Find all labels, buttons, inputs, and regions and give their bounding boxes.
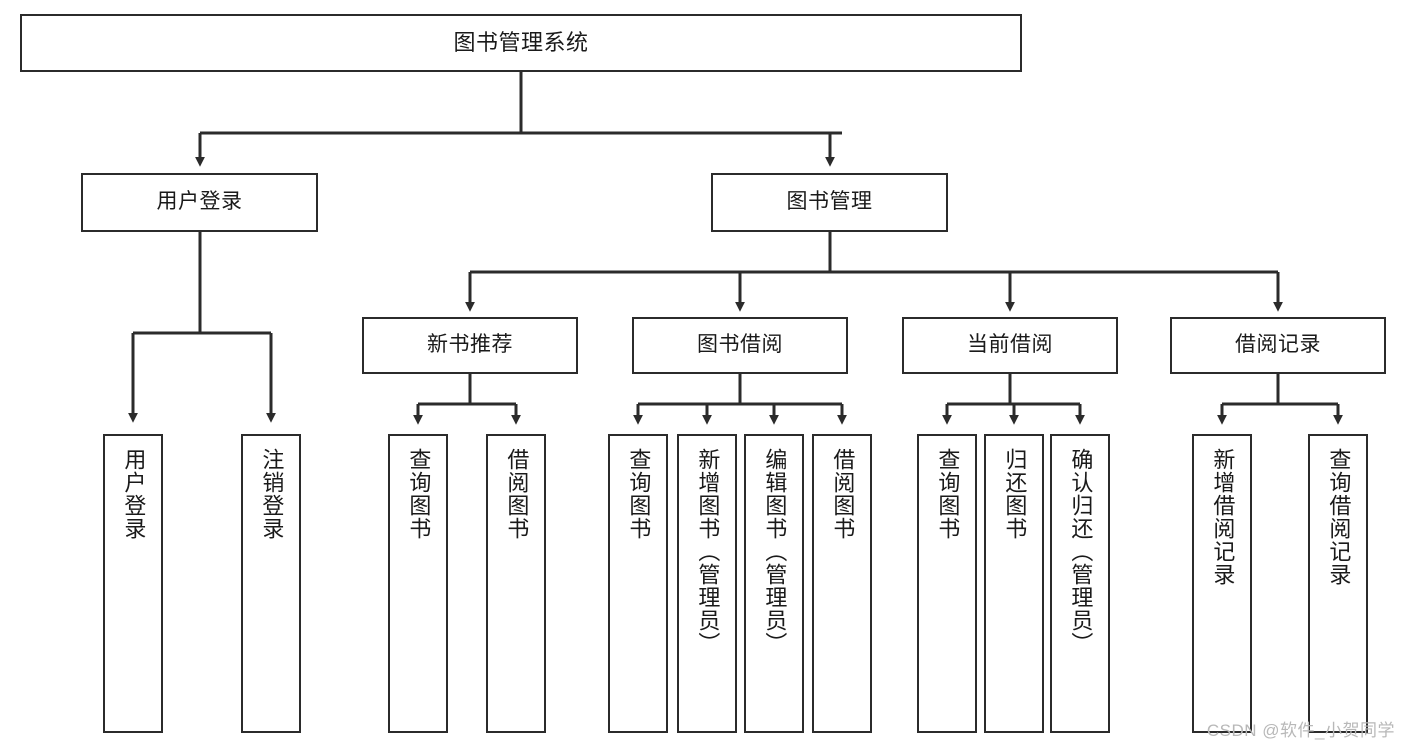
node-leaf-add-record-label: 新增借阅记录 [1210, 448, 1236, 586]
node-user-login-label: 用户登录 [156, 190, 243, 214]
node-leaf-query-book-3-label: 查询图书 [935, 448, 961, 540]
watermark: CSDN @软件_小贺同学 [1206, 721, 1395, 740]
node-root-label: 图书管理系统 [453, 30, 589, 56]
node-leaf-add-record[interactable]: 新增借阅记录 [1192, 434, 1252, 733]
node-current-borrow[interactable]: 当前借阅 [902, 317, 1118, 374]
node-book-manage-label: 图书管理 [786, 190, 873, 214]
node-user-login[interactable]: 用户登录 [81, 173, 318, 232]
node-leaf-borrow-book-2[interactable]: 借阅图书 [812, 434, 872, 733]
node-leaf-add-book[interactable]: 新增图书（管理员） [677, 434, 737, 733]
node-leaf-add-book-label: 新增图书（管理员） [695, 448, 721, 655]
node-leaf-confirm-return[interactable]: 确认归还（管理员） [1050, 434, 1110, 733]
node-leaf-query-book-2[interactable]: 查询图书 [608, 434, 668, 733]
node-borrow-record-label: 借阅记录 [1235, 333, 1321, 357]
node-leaf-borrow-book-1[interactable]: 借阅图书 [486, 434, 546, 733]
node-book-borrow-label: 图书借阅 [697, 333, 783, 357]
node-new-book-recommend-label: 新书推荐 [427, 333, 513, 357]
node-leaf-logout-label: 注销登录 [259, 448, 285, 540]
node-leaf-edit-book[interactable]: 编辑图书（管理员） [744, 434, 804, 733]
node-leaf-query-record-label: 查询借阅记录 [1326, 448, 1352, 586]
node-book-borrow[interactable]: 图书借阅 [632, 317, 848, 374]
node-leaf-query-book-2-label: 查询图书 [626, 448, 652, 540]
node-leaf-user-login[interactable]: 用户登录 [103, 434, 163, 733]
node-leaf-user-login-label: 用户登录 [121, 448, 147, 540]
node-borrow-record[interactable]: 借阅记录 [1170, 317, 1386, 374]
node-leaf-edit-book-label: 编辑图书（管理员） [762, 448, 788, 655]
node-current-borrow-label: 当前借阅 [967, 333, 1053, 357]
node-root[interactable]: 图书管理系统 [20, 14, 1022, 72]
node-leaf-return-book[interactable]: 归还图书 [984, 434, 1044, 733]
node-leaf-confirm-return-label: 确认归还（管理员） [1068, 448, 1094, 655]
node-leaf-borrow-book-2-label: 借阅图书 [830, 448, 856, 540]
node-leaf-query-book-1[interactable]: 查询图书 [388, 434, 448, 733]
node-leaf-return-book-label: 归还图书 [1002, 448, 1028, 540]
node-new-book-recommend[interactable]: 新书推荐 [362, 317, 578, 374]
node-leaf-borrow-book-1-label: 借阅图书 [504, 448, 530, 540]
node-leaf-query-book-1-label: 查询图书 [406, 448, 432, 540]
node-leaf-query-record[interactable]: 查询借阅记录 [1308, 434, 1368, 733]
node-leaf-logout[interactable]: 注销登录 [241, 434, 301, 733]
node-leaf-query-book-3[interactable]: 查询图书 [917, 434, 977, 733]
node-book-manage[interactable]: 图书管理 [711, 173, 948, 232]
